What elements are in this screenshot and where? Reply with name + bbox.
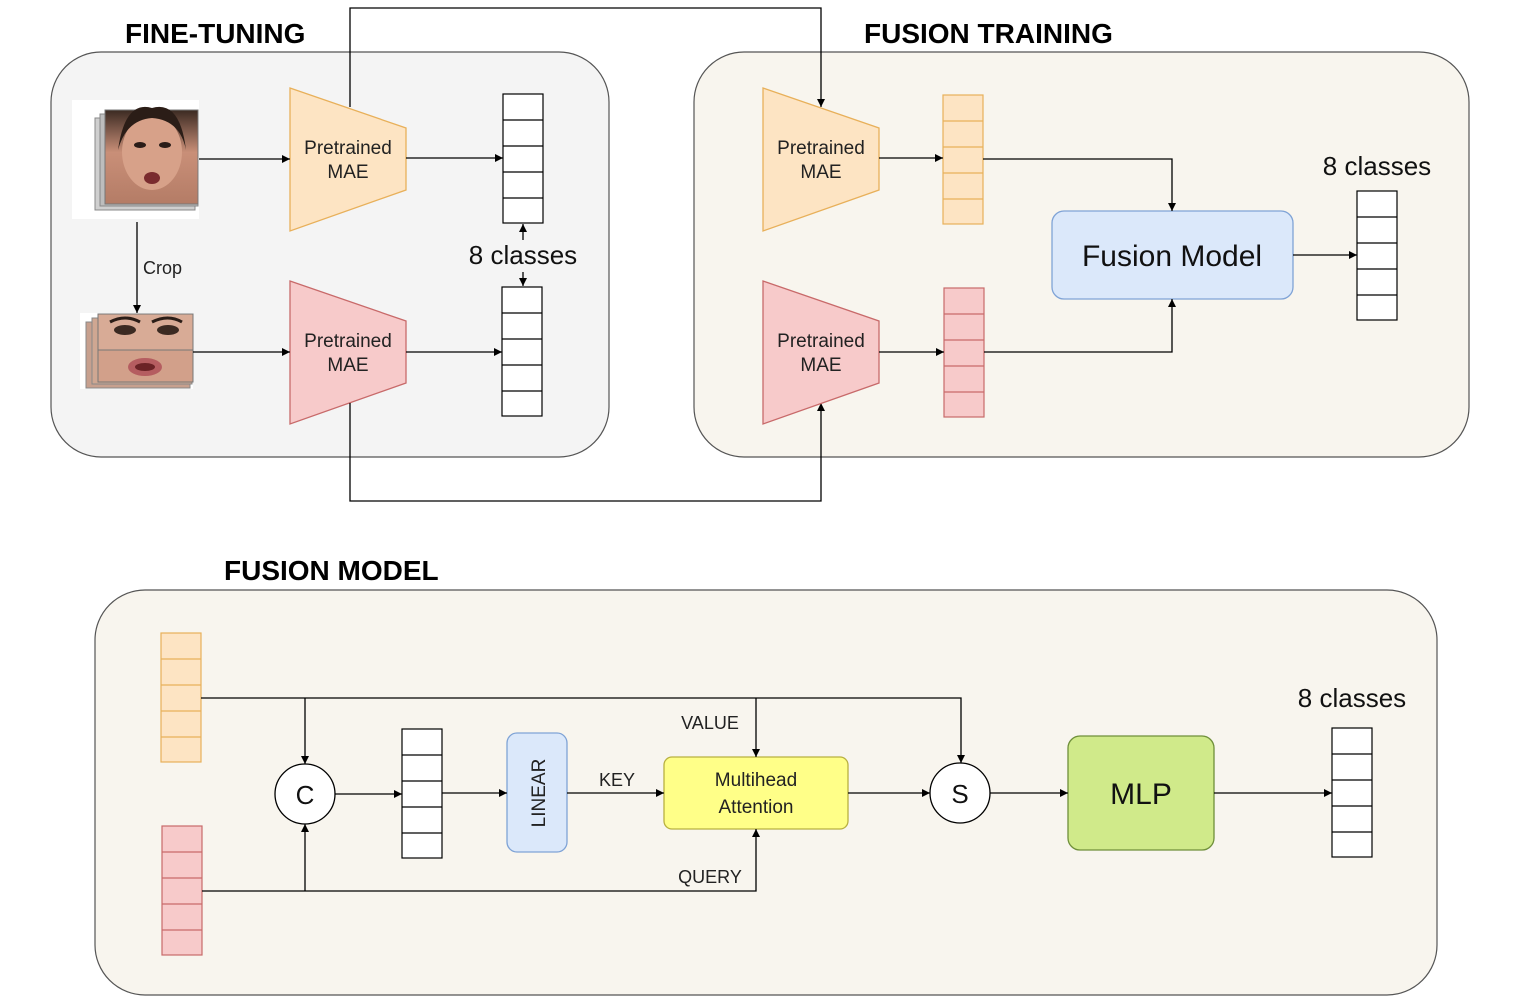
fusion-training-classes-label: 8 classes	[1323, 151, 1431, 181]
finetune-mae-bottom-label-1: Pretrained	[304, 331, 392, 352]
finetune-mae-top-label-1: Pretrained	[304, 138, 392, 159]
fusion-model-classes-label: 8 classes	[1298, 683, 1406, 713]
finetune-output-vector-bottom	[501, 286, 543, 417]
linear-label: LINEAR	[529, 759, 550, 828]
finetune-classes-label: 8 classes	[469, 240, 577, 270]
fine-tuning-title: FINE-TUNING	[125, 18, 305, 49]
face-image-stack	[72, 100, 199, 219]
attention-label-1: Multihead	[715, 770, 797, 791]
fusion-training-pink-vector	[943, 287, 985, 418]
fusion-model-box-label: Fusion Model	[1082, 240, 1262, 273]
fusion-model-pink-input	[161, 825, 203, 956]
fusion-training-mae-bottom	[762, 280, 880, 425]
concat-vector	[401, 728, 443, 859]
fusion-training-mae-bottom-label-1: Pretrained	[777, 331, 865, 352]
value-label: VALUE	[681, 713, 739, 733]
fusion-model-title: FUSION MODEL	[224, 555, 439, 586]
key-label: KEY	[599, 770, 635, 790]
finetune-mae-bottom-label-2: MAE	[327, 355, 368, 376]
fusion-training-mae-bottom-label-2: MAE	[800, 355, 841, 376]
attention-label-2: Attention	[719, 797, 794, 818]
fusion-training-orange-vector	[942, 94, 984, 225]
fusion-training-output-vector	[1356, 190, 1398, 321]
crop-label: Crop	[143, 258, 182, 278]
fusion-model-orange-input	[160, 632, 202, 763]
finetune-output-vector-top	[502, 93, 544, 224]
concat-label: C	[296, 780, 315, 810]
fusion-training-mae-top	[762, 87, 880, 232]
fusion-training-mae-top-label-2: MAE	[800, 162, 841, 183]
multihead-attention-block	[663, 756, 849, 830]
query-label: QUERY	[678, 867, 742, 887]
mlp-label: MLP	[1110, 778, 1172, 811]
fusion-training-title: FUSION TRAINING	[864, 18, 1113, 49]
fusion-training-mae-top-label-1: Pretrained	[777, 138, 865, 159]
fusion-model-output-vector	[1331, 727, 1373, 858]
sum-label: S	[951, 779, 968, 809]
finetune-mae-top-label-2: MAE	[327, 162, 368, 183]
cropped-face-stack	[80, 313, 194, 389]
finetune-mae-top	[289, 87, 407, 232]
finetune-mae-bottom	[289, 280, 407, 425]
